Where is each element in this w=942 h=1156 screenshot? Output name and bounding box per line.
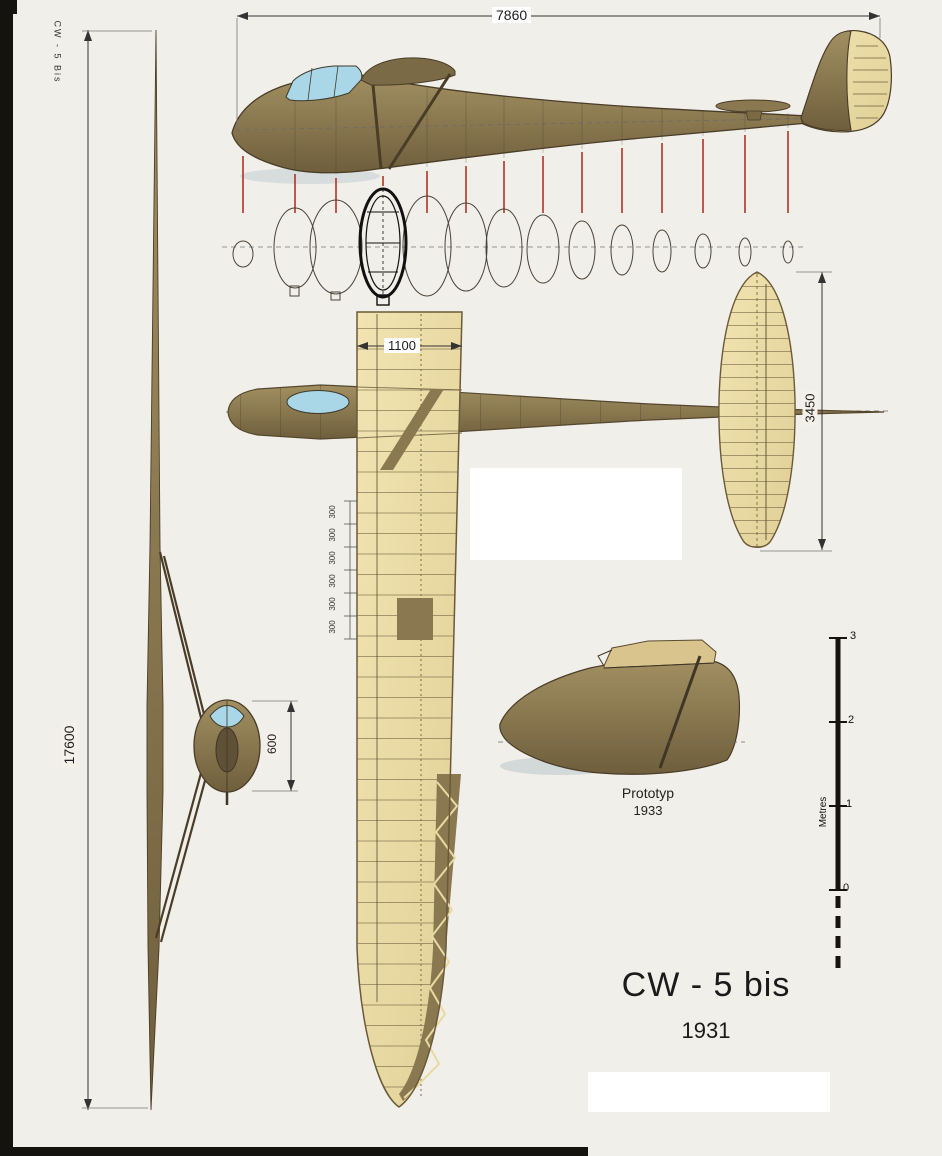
drawing-year: 1931 [681, 1018, 731, 1043]
canopy-frame-line [307, 67, 313, 101]
drawing-title: CW - 5 bis [621, 966, 791, 1004]
dimension-tailplane-span [760, 271, 832, 552]
wing-mid-patch [397, 598, 433, 640]
dimension-fuselage-length [236, 12, 881, 128]
prototype-windshield [597, 649, 613, 667]
rib-spacing-label: 300 [328, 620, 337, 634]
scale-bar-dashes [835, 896, 841, 968]
dimension-1100-label: 1100 [384, 338, 420, 353]
scan-white-patches [470, 468, 830, 1112]
side-caption-label: CW - 5 Bis [52, 20, 63, 84]
scale-tick-1: 1 [846, 798, 853, 810]
scale-tick-3: 3 [850, 630, 857, 642]
side-fin [800, 30, 852, 132]
side-front-strut [371, 84, 383, 170]
scan-edges [0, 0, 588, 1156]
prototype-side-view [498, 639, 745, 775]
prototype-fuselage [499, 658, 741, 775]
plan-view-drawing [225, 271, 889, 1108]
plan-wing-outline [356, 311, 463, 1108]
rib-spacing-label: 300 [328, 574, 337, 588]
scale-bar-ticks [829, 637, 847, 891]
dimension-fuselage-width [252, 700, 298, 792]
side-view-drawing [231, 29, 892, 213]
dimension-17600-label: 17600 [61, 722, 77, 768]
rib-spacing-ticks [344, 500, 357, 640]
rib-spacing-label: 300 [328, 528, 337, 542]
front-wing [146, 29, 164, 1111]
side-diagonal-strut [387, 73, 452, 170]
wing-root-strut-patch [380, 389, 444, 470]
fuselage-cross-sections [222, 187, 806, 306]
dimension-3450-label: 3450 [802, 390, 818, 426]
side-canopy [285, 65, 363, 102]
plan-canopy [286, 390, 350, 414]
front-view-drawing [146, 29, 261, 1111]
canopy-frame-line [333, 65, 339, 98]
dimension-wingspan [82, 30, 152, 1110]
fuselage-edge-over-wing [356, 386, 463, 391]
plan-tailplane-ribs [718, 272, 796, 548]
scale-bar-body [835, 638, 841, 890]
side-tailplane [715, 99, 791, 113]
plan-tailplane-outline [718, 271, 796, 548]
dimension-600-label: 600 [265, 730, 279, 758]
rib-spacing-label: 300 [328, 597, 337, 611]
prototype-year: 1933 [633, 803, 663, 818]
station-marks-red [242, 131, 789, 213]
rib-spacing-label: 300 [328, 505, 337, 519]
scale-bar [829, 637, 847, 968]
prototype-strut [658, 655, 702, 769]
rib-spacing-label: 300 [328, 551, 337, 565]
front-struts [154, 551, 211, 943]
rudder-ribs [853, 45, 888, 119]
scale-tick-2: 2 [848, 714, 855, 726]
scale-tick-0: 0 [843, 882, 850, 894]
master-cross-section [358, 187, 408, 306]
prototype-label: Prototyp [621, 785, 675, 801]
tailplane-pylon [745, 110, 763, 121]
aileron-truss-band [399, 774, 461, 1101]
scale-unit-label: Metres [818, 796, 829, 828]
dimension-7860-label: 7860 [492, 7, 532, 23]
side-wing-stub [360, 57, 456, 86]
aileron-truss-lattice [403, 781, 459, 1099]
